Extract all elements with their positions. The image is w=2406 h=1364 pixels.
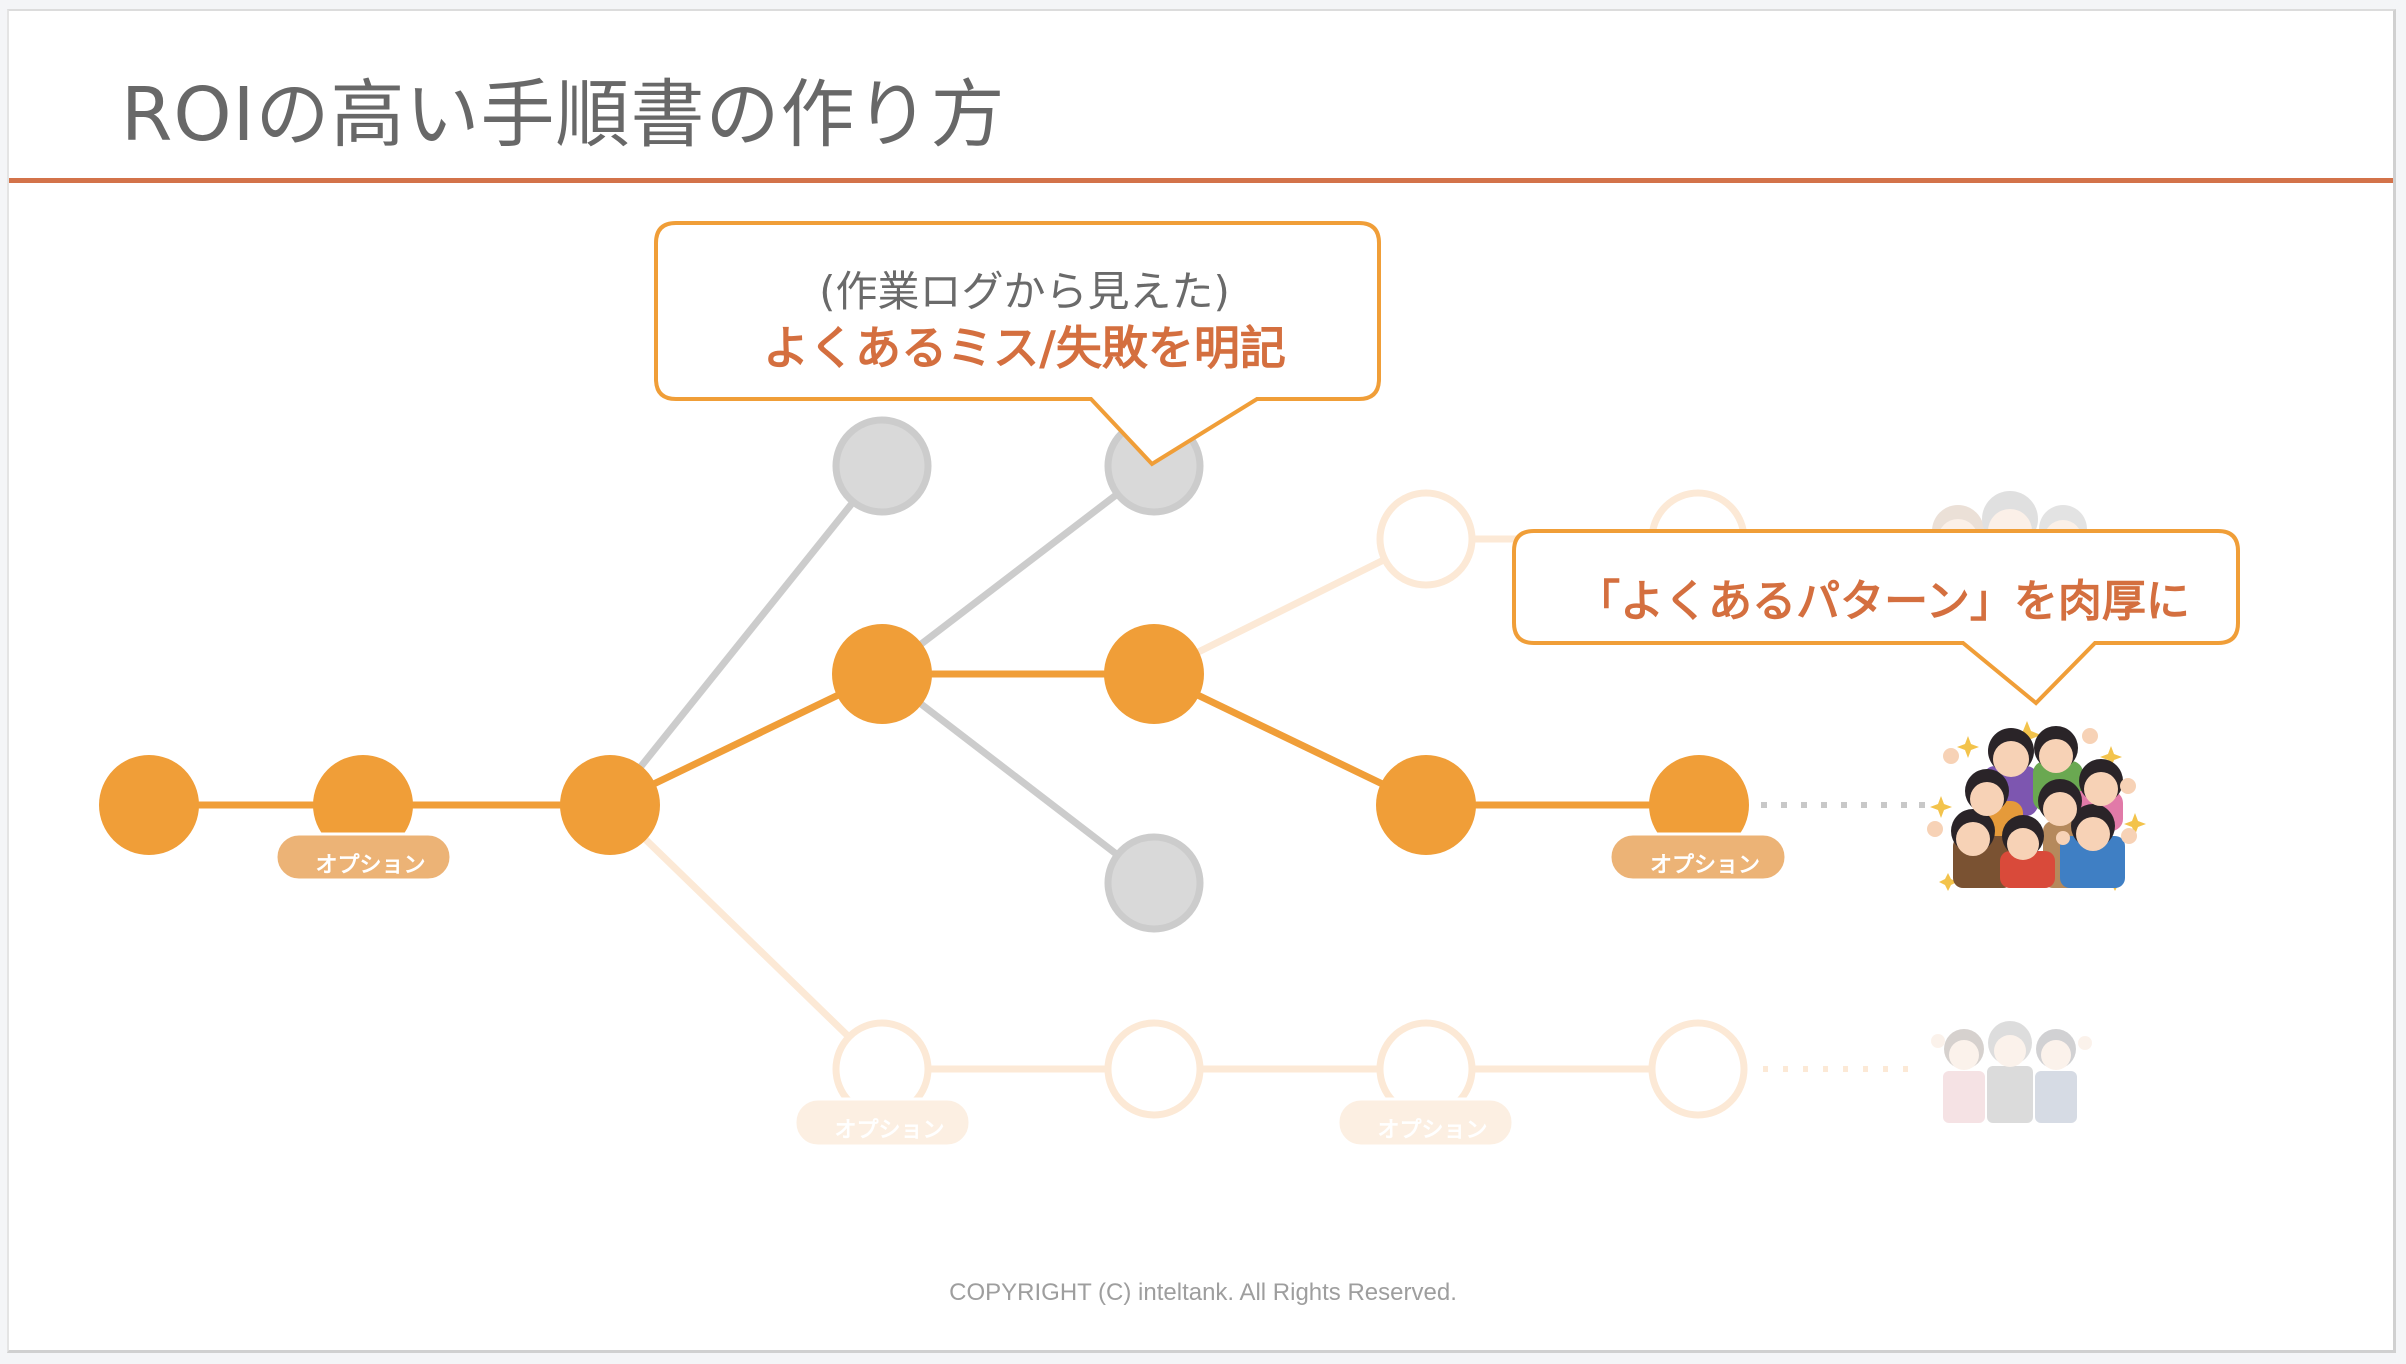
title-divider	[9, 178, 2393, 183]
edge	[607, 463, 885, 808]
option-badge	[1608, 832, 1788, 882]
step-node	[560, 755, 660, 855]
step-node	[99, 755, 199, 855]
main-nodes	[99, 624, 1749, 855]
callout-subtitle: (作業ログから見えた)	[819, 267, 1230, 316]
edge	[607, 802, 885, 1072]
callout-bubble-patterns	[1512, 529, 2240, 706]
copyright-footer: COPYRIGHT (C) inteltank. All Rights Rese…	[949, 1279, 1457, 1306]
option-badge-label: オプション	[1649, 853, 1760, 878]
happy-crowd-icon	[1927, 721, 2146, 891]
callout-bubble-mistakes	[654, 221, 1381, 467]
step-node-faint	[1376, 489, 1476, 589]
step-node	[313, 755, 413, 855]
callout-headline: 「よくあるパターン」を肉厚に	[1576, 576, 2190, 627]
option-badge-label: オプション	[315, 853, 426, 878]
step-node-faint	[1648, 1019, 1748, 1119]
gray-branches	[607, 463, 1157, 886]
page-title: ROIの高い手順書の作り方	[121, 72, 1006, 158]
step-node	[1649, 755, 1749, 855]
dotted-connector	[1761, 802, 1925, 808]
faded-business-crowd-icon	[1931, 1021, 2092, 1123]
option-badge-faint	[793, 1097, 972, 1148]
step-node	[1104, 624, 1204, 724]
step-node	[832, 624, 932, 724]
step-node-gray	[832, 416, 932, 516]
option-badge	[274, 832, 453, 882]
option-badge-faint	[1336, 1097, 1515, 1148]
edge	[608, 670, 884, 809]
option-badge-label-faint: オプション	[834, 1118, 945, 1143]
edge	[1152, 535, 1428, 678]
callout-headline: よくあるミス/失敗を明記	[763, 321, 1286, 375]
option-badge-label-faint: オプション	[1377, 1118, 1488, 1143]
edge	[879, 671, 1157, 886]
edge	[1152, 670, 1428, 809]
faint-dotted-connector	[1763, 1066, 1908, 1072]
edge	[879, 463, 1157, 677]
step-node	[1376, 755, 1476, 855]
step-node-gray	[1104, 833, 1204, 933]
step-node-faint	[1104, 1019, 1204, 1119]
